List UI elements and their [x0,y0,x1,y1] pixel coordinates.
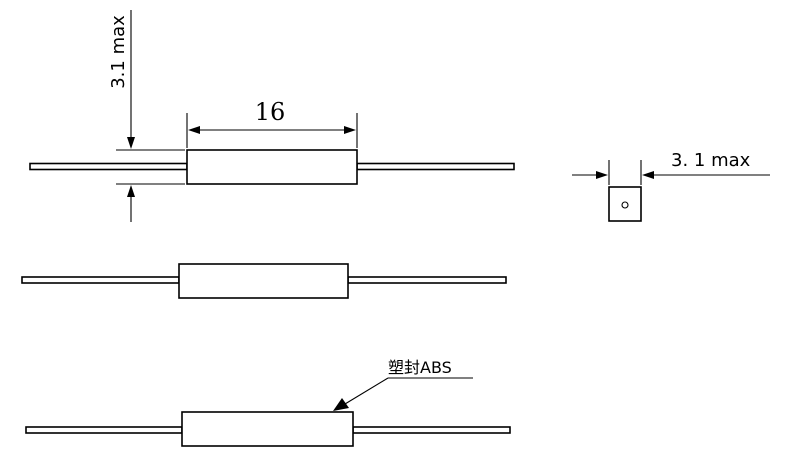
component-body [181,411,354,447]
lead-right [347,276,507,284]
end-view-lead-circle [621,201,629,209]
lead-left [25,426,183,434]
lead-right [356,162,515,171]
component-body [178,263,349,299]
component-body [186,149,358,185]
length-dimension: 16 [186,98,358,148]
diameter-dimension-left: 3.1 max [108,10,185,222]
diameter-label-left: 3.1 max [108,15,129,89]
material-label: 塑封ABS [388,358,452,377]
diameter-label-right: 3. 1 max [671,150,751,171]
diameter-dimension-right: 3. 1 max [572,150,770,185]
component-bottom [25,411,511,447]
length-label: 16 [255,98,286,126]
lead-left [21,276,180,284]
component-middle [21,263,507,299]
lead-left [29,162,188,171]
end-view [608,186,642,222]
end-view-square [608,186,642,222]
material-leader: 塑封ABS [333,358,473,411]
component-top [29,149,515,185]
lead-right [352,426,511,434]
